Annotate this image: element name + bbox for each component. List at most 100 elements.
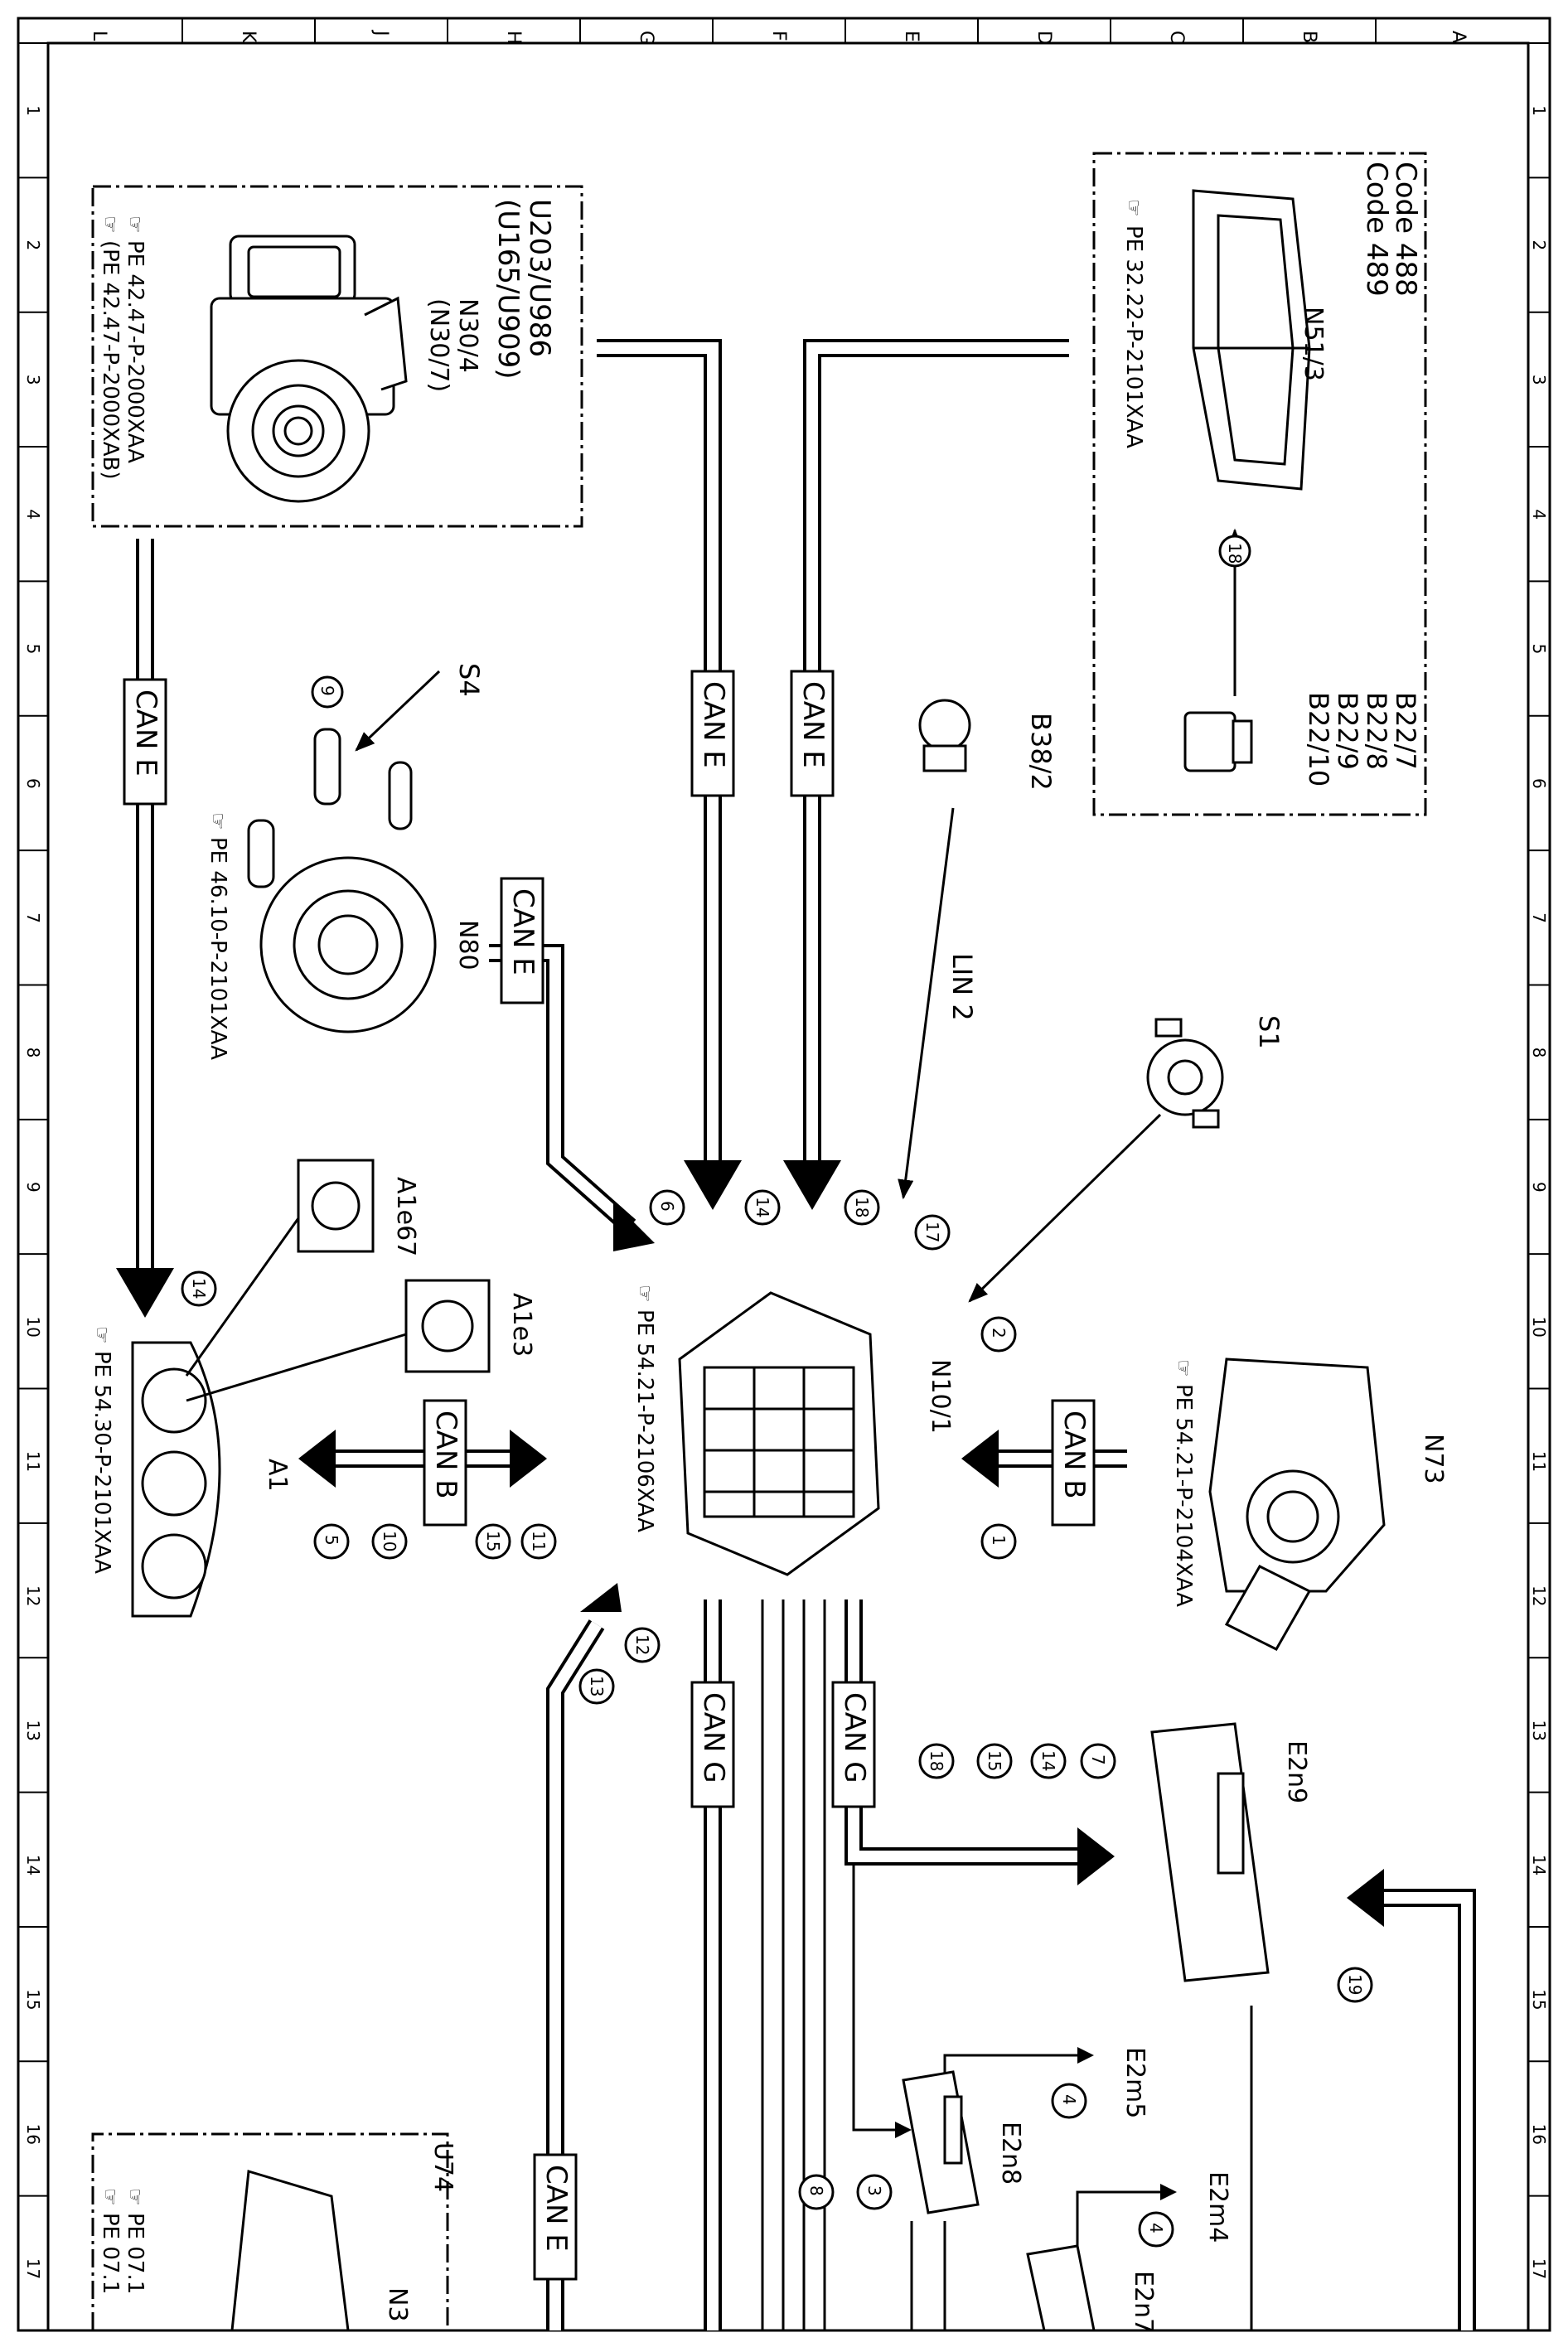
e2n7-module (1026, 2244, 1096, 2332)
can-e-code-bus: CAN E (783, 339, 1069, 1210)
badge-17-text: 17 (922, 1222, 942, 1242)
badge-14-g-text: 14 (1038, 1750, 1058, 1771)
s1-switch (1146, 1018, 1224, 1129)
a1-ref: PE 54.30-P-2101XAA (90, 1351, 114, 1574)
row-number-left-12: 12 (23, 1585, 43, 1606)
lin2-label: LIN 2 (946, 953, 978, 1021)
can-b-label-a1: CAN B (429, 1411, 462, 1499)
row-number-left-15: 15 (23, 1989, 43, 2010)
badge-4-bottom (1138, 2211, 1174, 2248)
e2m4-arrow (1160, 2184, 1177, 2200)
row-number-left-10: 10 (23, 1316, 43, 1337)
row-number-left-2: 2 (23, 240, 43, 251)
a1e3-label: A1e3 (507, 1293, 536, 1357)
column-letter-H: H (503, 31, 524, 45)
badge-11-text: 11 (529, 1531, 549, 1551)
e2n9-module (1150, 1722, 1270, 1982)
badge-12 (624, 1627, 661, 1663)
badge-18-text: 18 (852, 1197, 872, 1217)
row-number-right-2: 2 (1529, 240, 1549, 251)
row-number-left-7: 7 (23, 912, 43, 923)
row-number-right-14: 14 (1529, 1855, 1549, 1875)
n30-7-label: (N30/7) (424, 298, 453, 392)
badge-14-a1 (181, 1270, 217, 1307)
row-number-right-15: 15 (1529, 1989, 1549, 2010)
e2m4-label: E2m4 (1203, 2171, 1232, 2243)
row-number-right-9: 9 (1529, 1182, 1549, 1193)
n73-hand-icon: ☞ (1172, 1359, 1195, 1377)
n3-label: N3 (383, 2287, 412, 2322)
row-number-left-16: 16 (23, 2123, 43, 2144)
badge-1-text: 1 (989, 1535, 1009, 1546)
can-g-label-right: CAN G (838, 1692, 871, 1783)
a1-label: A1 (263, 1459, 292, 1492)
badge-19 (1337, 1967, 1373, 2003)
n73-module (1208, 1357, 1386, 1651)
can-b-n73-bus: CAN B 1 (961, 1399, 1127, 1560)
row-number-left-3: 3 (23, 375, 43, 385)
row-number-left-17: 17 (23, 2258, 43, 2279)
s1-label: S1 (1253, 1015, 1285, 1049)
row-number-right-4: 4 (1529, 509, 1549, 520)
s1-arrow (968, 1113, 1162, 1303)
badge-18-g-text: 18 (927, 1750, 946, 1771)
u74-ref1: PE 07.1 (123, 2213, 148, 2294)
code-hand-icon: ☞ (1122, 199, 1145, 217)
column-letter-L: L (89, 31, 109, 41)
column-letter-K: K (238, 31, 259, 43)
column-letter-B: B (1299, 31, 1319, 43)
e2m5-label: E2m5 (1120, 2047, 1149, 2118)
row-number-right-6: 6 (1529, 778, 1549, 789)
row-number-right-16: 16 (1529, 2123, 1549, 2144)
can-e-label-upper: CAN E (697, 681, 730, 768)
u74-module (91, 2132, 449, 2332)
badge-14-text: 14 (753, 1197, 772, 1217)
row-number-left-6: 6 (23, 778, 43, 789)
u74-hand-icon-2: ☞ (99, 2188, 122, 2206)
can-b-label-n73: CAN B (1057, 1411, 1091, 1499)
n10-1-module (678, 1291, 880, 1576)
lin2-line (898, 807, 955, 1200)
row-number-right-7: 7 (1529, 912, 1549, 923)
badges-e2n8 (798, 2174, 893, 2210)
steering-lock-drawing (210, 235, 408, 503)
row-number-left-5: 5 (23, 644, 43, 655)
a1e67-label: A1e67 (391, 1177, 420, 1256)
s4-ref: PE 46.10-P-2101XAA (206, 837, 230, 1060)
column-letter-F: F (768, 31, 789, 41)
n51-3-label: N51/3 (1299, 307, 1328, 381)
row-number-right-11: 11 (1529, 1451, 1549, 1472)
u203-title: U203/U986 (523, 199, 556, 357)
b22-9-label: B22/9 (1332, 692, 1363, 770)
can-e-left-bus: CAN E (116, 539, 174, 1318)
can-e-lower-bus: CAN E (533, 1583, 622, 2330)
b22-10-label: B22/10 (1303, 692, 1334, 786)
n80-label: N80 (453, 920, 482, 970)
b22-7-label: B22/7 (1390, 692, 1421, 770)
can-b-a1-bus: CAN B (298, 1399, 547, 1527)
badge-18-top (1218, 535, 1251, 568)
badge-2-text: 2 (989, 1328, 1009, 1338)
code-488-label: Code 488 (1389, 162, 1422, 297)
n10-1-label: N10/1 (926, 1359, 955, 1434)
badge-4-top-text: 4 (1059, 2094, 1079, 2105)
row-number-left-11: 11 (23, 1451, 43, 1472)
a1e3-leader (186, 1333, 407, 1402)
row-number-right-1: 1 (1529, 105, 1549, 116)
a1e67-lamp (297, 1159, 375, 1253)
e2n9-feed-inner (1384, 1892, 1473, 2330)
badge-15-text: 15 (483, 1531, 503, 1551)
badge-15-g-text: 15 (985, 1750, 1004, 1771)
code-ref: PE 32.22-P-2101XAA (1121, 225, 1146, 448)
b22-8-label: B22/8 (1361, 692, 1392, 770)
column-letter-C: C (1166, 31, 1187, 43)
n73-ref: PE 54.21-P-2104XAA (1171, 1384, 1196, 1607)
code-module: Code 488 Code 489 N51/3 ☞ PE 32.22-P-210… (1092, 152, 1427, 816)
row-number-right-12: 12 (1529, 1585, 1549, 1606)
badge-5-text: 5 (322, 1535, 341, 1546)
badge-12-text: 12 (632, 1634, 652, 1655)
can-g-label-left: CAN G (697, 1692, 730, 1783)
